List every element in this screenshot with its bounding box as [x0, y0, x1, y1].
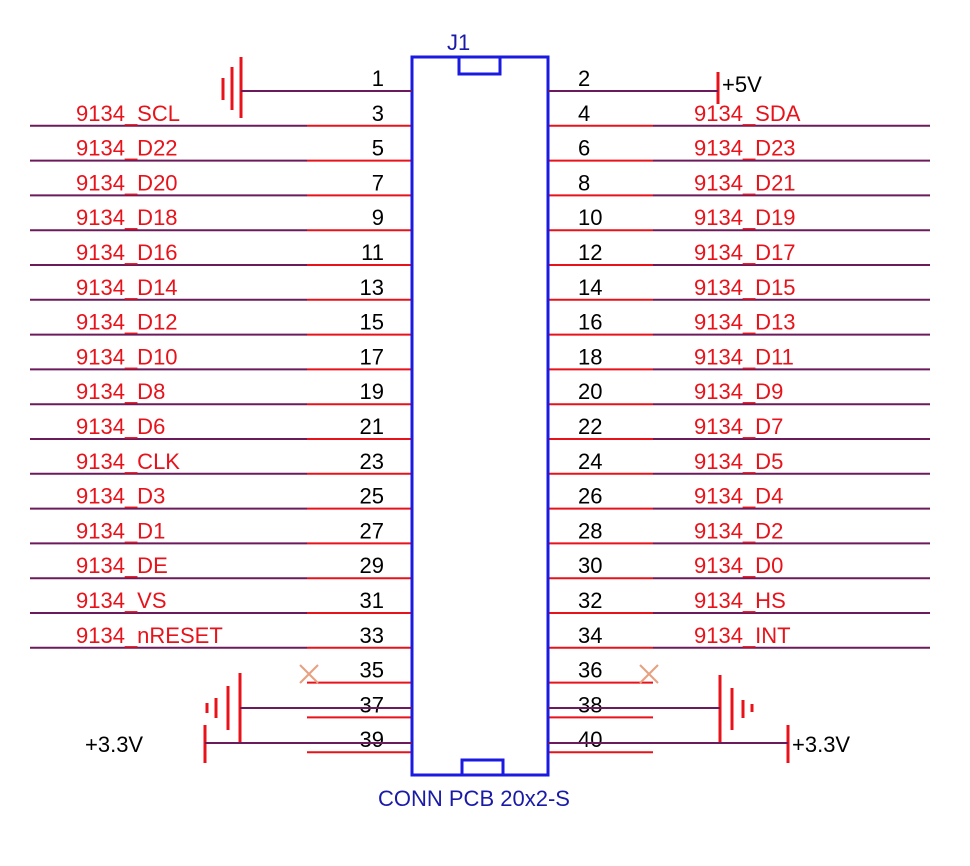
- pin-number-right: 14: [578, 275, 602, 300]
- pin-number-left: 31: [360, 588, 384, 613]
- pin-number-left: 13: [360, 275, 384, 300]
- net-label-left: 9134_D18: [76, 205, 178, 230]
- net-label-left: 9134_SCL: [76, 101, 180, 126]
- net-label-left: 9134_D10: [76, 344, 178, 369]
- net-label-left: 9134_D6: [76, 414, 165, 439]
- net-label-right: 9134_D21: [694, 170, 796, 195]
- net-label-right: 9134_D7: [694, 414, 783, 439]
- pin-number-left: 1: [372, 66, 384, 91]
- pin-number-right: 24: [578, 449, 602, 474]
- net-label-left: 9134_D1: [76, 518, 165, 543]
- pin-number-right: 4: [578, 101, 590, 126]
- pin-number-left: 7: [372, 170, 384, 195]
- pin-number-right: 16: [578, 310, 602, 335]
- power-label-3v3-right: +3.3V: [792, 732, 850, 757]
- net-label-left: 9134_D12: [76, 310, 178, 335]
- net-label-left: 9134_D8: [76, 379, 165, 404]
- net-label-right: 9134_D2: [694, 518, 783, 543]
- net-label-left: 9134_CLK: [76, 449, 180, 474]
- pin-number-right: 30: [578, 553, 602, 578]
- pin-number-right: 36: [578, 658, 602, 683]
- power-label-3v3-left: +3.3V: [85, 732, 143, 757]
- connector-key-bottom: [460, 758, 505, 777]
- net-label-right: 9134_D9: [694, 379, 783, 404]
- net-label-left: 9134_DE: [76, 553, 168, 578]
- pin-number-right: 38: [578, 692, 602, 717]
- pin-number-right: 26: [578, 484, 602, 509]
- net-label-left: 9134_nRESET: [76, 623, 223, 648]
- pin-number-left: 17: [360, 344, 384, 369]
- net-label-right: 9134_SDA: [694, 101, 801, 126]
- ground-icon-left-bottom: [205, 673, 242, 742]
- pin-number-left: 11: [361, 240, 384, 265]
- net-label-left: 9134_D14: [76, 275, 178, 300]
- net-label-right: 9134_D19: [694, 205, 796, 230]
- connector-body: [410, 55, 550, 777]
- pin-number-right: 18: [578, 344, 602, 369]
- pin-number-left: 35: [360, 658, 384, 683]
- net-label-right: 9134_D17: [694, 240, 796, 265]
- net-label-left: 9134_D22: [76, 136, 178, 161]
- pin-number-left: 15: [360, 310, 384, 335]
- pin-number-left: 5: [372, 136, 384, 161]
- pin-number-left: 27: [360, 518, 384, 543]
- pin-number-left: 23: [360, 449, 384, 474]
- pin-number-right: 28: [578, 518, 602, 543]
- pin-number-left: 3: [372, 101, 384, 126]
- net-label-right: 9134_D13: [694, 310, 796, 335]
- pin-number-left: 39: [360, 727, 384, 752]
- net-label-right: 9134_D0: [694, 553, 783, 578]
- net-label-right: 9134_D11: [694, 344, 794, 369]
- pin-number-right: 40: [578, 727, 602, 752]
- pin-number-left: 29: [360, 553, 384, 578]
- net-label-left: 9134_VS: [76, 588, 167, 613]
- pin-number-left: 19: [360, 379, 384, 404]
- net-label-right: 9134_HS: [694, 588, 786, 613]
- connector-key-top: [457, 55, 502, 76]
- pin-number-left: 37: [360, 692, 384, 717]
- pin-number-left: 25: [360, 484, 384, 509]
- pins-layer: [307, 90, 653, 754]
- no-connect-icon-right: [639, 664, 659, 684]
- net-label-right: 9134_D5: [694, 449, 783, 474]
- pin-number-right: 10: [578, 205, 602, 230]
- net-label-left: 9134_D3: [76, 484, 165, 509]
- pin-number-right: 20: [578, 379, 602, 404]
- pin-number-right: 12: [578, 240, 602, 265]
- designator-label: J1: [447, 30, 470, 55]
- pin-number-right: 32: [578, 588, 602, 613]
- net-label-left: 9134_D16: [76, 240, 178, 265]
- pin-number-right: 34: [578, 623, 602, 648]
- wires-layer: [30, 124, 930, 649]
- ground-icon-right-bottom: [718, 675, 754, 743]
- net-label-right: 9134_D4: [694, 484, 783, 509]
- net-label-right: 9134_D23: [694, 136, 796, 161]
- net-label-right: 9134_D15: [694, 275, 796, 300]
- part-name-label: CONN PCB 20x2-S: [378, 786, 570, 811]
- pin-number-right: 8: [578, 170, 590, 195]
- no-connect-icon-left: [299, 664, 319, 684]
- net-label-right: 9134_INT: [694, 623, 791, 648]
- pin-number-right: 6: [578, 136, 590, 161]
- net-label-left: 9134_D20: [76, 170, 178, 195]
- pin-number-right: 22: [578, 414, 602, 439]
- pin-number-left: 33: [360, 623, 384, 648]
- pin-number-left: 21: [360, 414, 384, 439]
- power-label-5v: +5V: [722, 72, 762, 97]
- ground-icon-left-top: [221, 57, 243, 118]
- pin-number-left: 9: [372, 205, 384, 230]
- pin-number-right: 2: [578, 66, 590, 91]
